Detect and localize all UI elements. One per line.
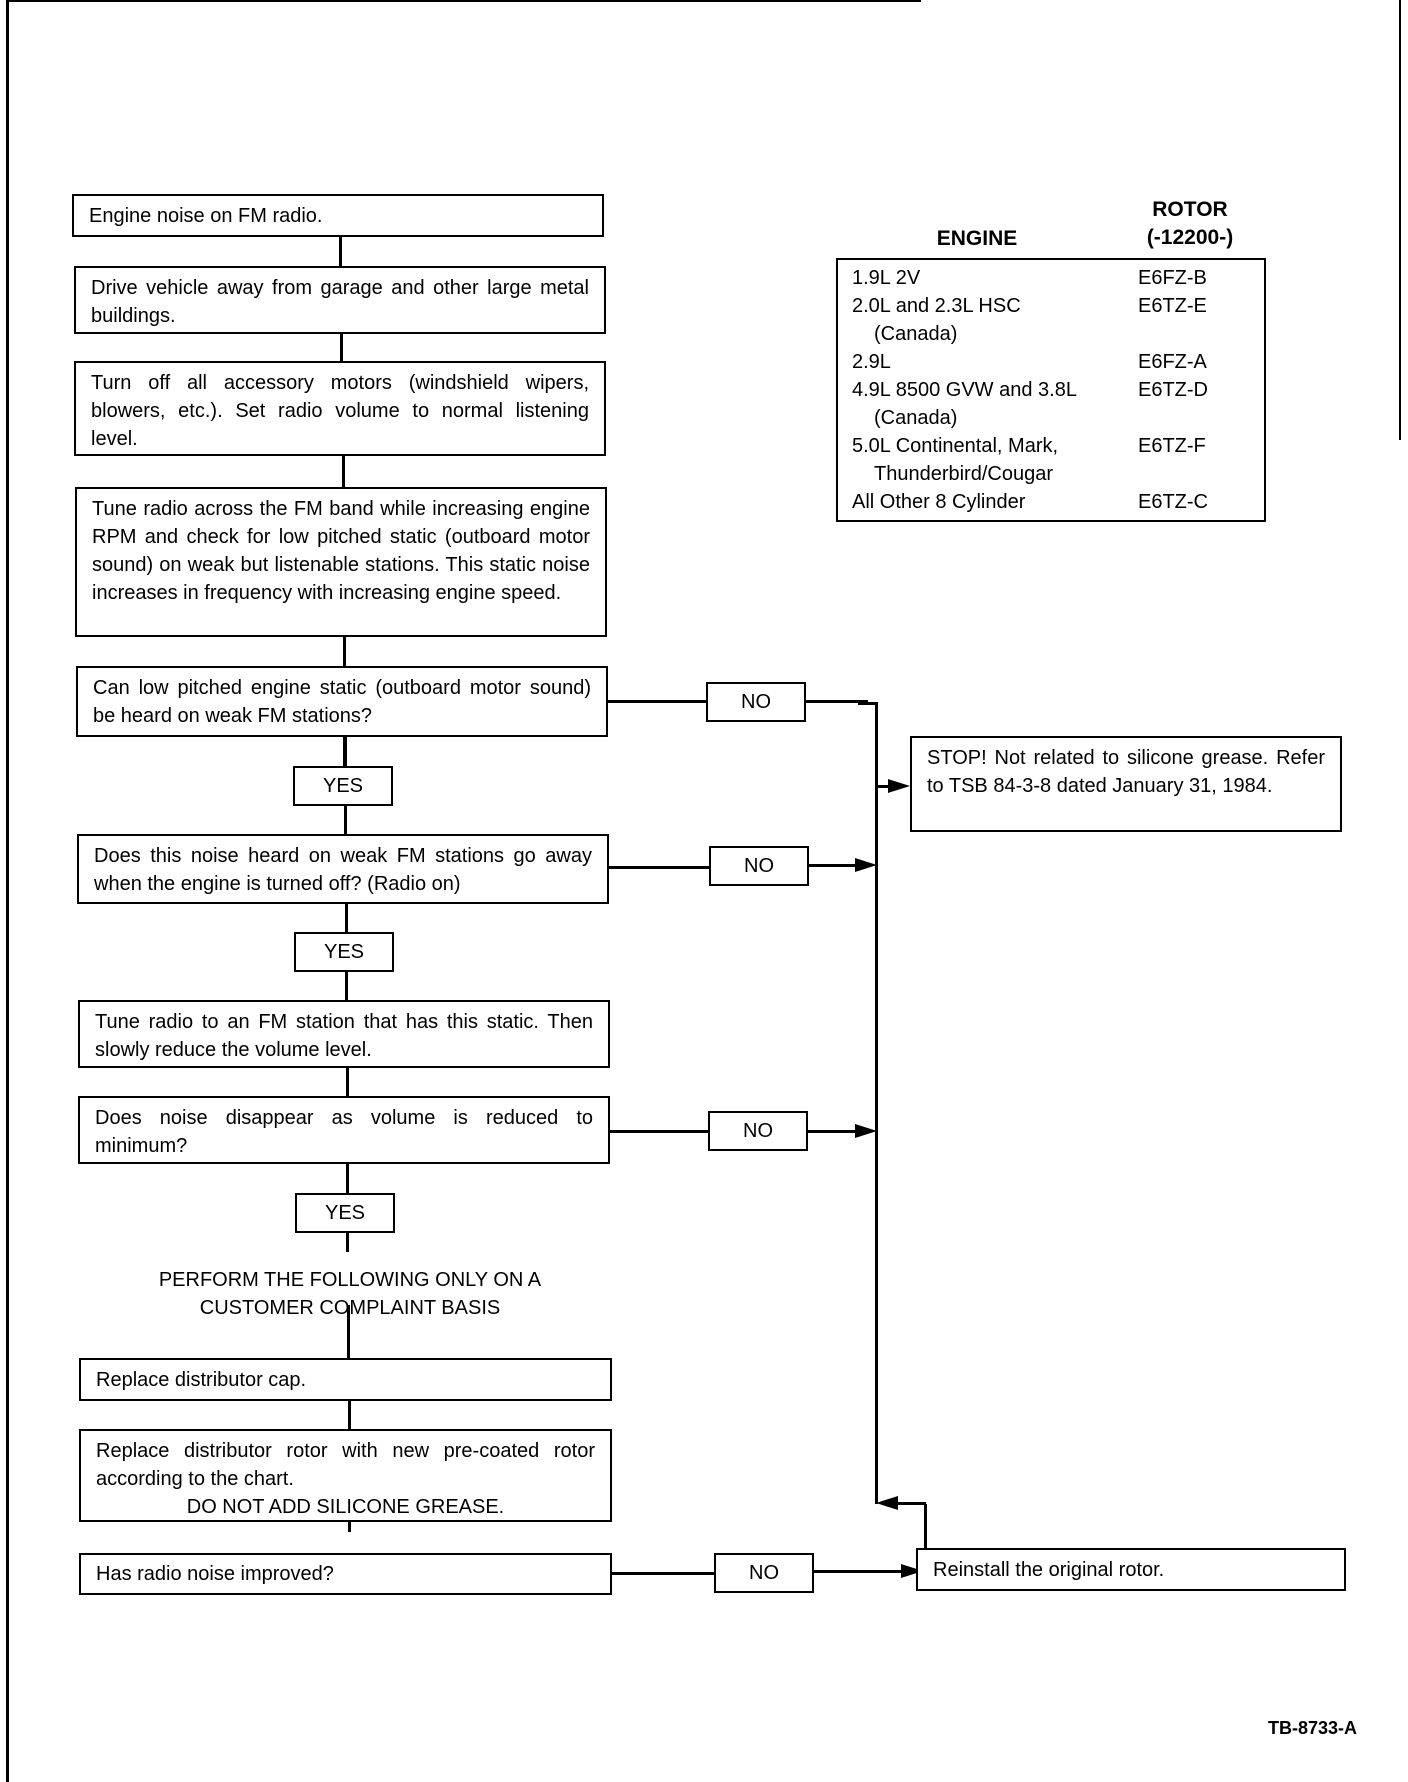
engine-cell: 4.9L 8500 GVW and 3.8L: [852, 379, 1077, 401]
step-replace-rotor: Replace distributor rotor with new pre-c…: [79, 1429, 612, 1522]
connector: [348, 1392, 351, 1430]
rotor-cell: E6TZ-F: [1138, 435, 1206, 457]
step-tune-station-reduce-volume-text: Tune radio to an FM station that has thi…: [95, 1011, 593, 1061]
reinstall-original-rotor-box: Reinstall the original rotor.: [916, 1548, 1346, 1591]
frame-left-border: [6, 0, 9, 1782]
table-row: 5.0L Continental, Mark, Thunderbird/Coug…: [838, 432, 1264, 488]
step-tune-radio-fm-band: Tune radio across the FM band while incr…: [75, 487, 607, 637]
rotor-cell: E6TZ-E: [1138, 295, 1207, 317]
yes-label: YES: [295, 1193, 395, 1233]
connector: [858, 702, 878, 705]
question-radio-noise-improved-text: Has radio noise improved?: [96, 1563, 334, 1585]
question-noise-away-engine-off-text: Does this noise heard on weak FM station…: [94, 845, 592, 895]
arrow-left-icon: [876, 1496, 898, 1510]
question-noise-away-engine-off: Does this noise heard on weak FM station…: [77, 834, 609, 904]
question-noise-disappear-volume: Does noise disappear as volume is reduce…: [78, 1096, 610, 1164]
arrow-to-stop: [888, 779, 910, 793]
table-row: 2.9L E6FZ-A: [838, 348, 1264, 376]
engine-cell: 2.9L: [852, 351, 891, 373]
rotor-cell: E6FZ-B: [1138, 267, 1207, 289]
no-label: NO: [706, 682, 806, 722]
customer-complaint-note: PERFORM THE FOLLOWING ONLY ON A CUSTOMER…: [100, 1266, 600, 1322]
step-engine-noise-text: Engine noise on FM radio.: [89, 205, 323, 227]
customer-complaint-note-line2: CUSTOMER COMPLAINT BASIS: [199, 1297, 501, 1319]
table-row: All Other 8 Cylinder E6TZ-C: [838, 488, 1264, 516]
connector: [809, 864, 857, 867]
arrow-right-icon: [855, 1124, 877, 1138]
step-engine-noise: Engine noise on FM radio.: [72, 194, 604, 237]
rotor-table: 1.9L 2V E6FZ-B 2.0L and 2.3L HSC (Canada…: [836, 258, 1266, 522]
connector: [814, 1570, 904, 1573]
rotor-cell: E6FZ-A: [1138, 351, 1207, 373]
stop-not-related-box: STOP! Not related to silicone grease. Re…: [910, 736, 1342, 832]
connector: [347, 1305, 350, 1365]
engine-cell-cont: Thunderbird/Cougar: [874, 463, 1053, 485]
step-tune-radio-fm-band-text: Tune radio across the FM band while incr…: [92, 498, 590, 604]
engine-cell-cont: (Canada): [874, 407, 958, 429]
step-drive-away: Drive vehicle away from garage and other…: [74, 266, 606, 334]
rotor-header-line2: (-12200-): [1146, 226, 1234, 249]
question-noise-disappear-volume-text: Does noise disappear as volume is reduce…: [95, 1107, 593, 1157]
table-row: 4.9L 8500 GVW and 3.8L (Canada) E6TZ-D: [838, 376, 1264, 432]
rotor-cell: E6TZ-C: [1138, 491, 1208, 513]
table-row: 2.0L and 2.3L HSC (Canada) E6TZ-E: [838, 292, 1264, 348]
reinstall-original-rotor-text: Reinstall the original rotor.: [933, 1559, 1165, 1581]
connector: [610, 1130, 708, 1133]
connector: [612, 1572, 714, 1575]
rotor-column-header: ROTOR (-12200-): [1120, 196, 1260, 252]
no-label: NO: [714, 1553, 814, 1593]
step-replace-distributor-cap-text: Replace distributor cap.: [96, 1369, 307, 1391]
table-row: 1.9L 2V E6FZ-B: [838, 264, 1264, 292]
connector: [340, 334, 343, 362]
question-static-heard: Can low pitched engine static (outboard …: [76, 666, 608, 737]
engine-cell: 5.0L Continental, Mark,: [852, 435, 1059, 457]
step-replace-rotor-warning: DO NOT ADD SILICONE GREASE.: [186, 1496, 505, 1518]
question-static-heard-text: Can low pitched engine static (outboard …: [93, 677, 591, 727]
engine-cell: 1.9L 2V: [852, 267, 921, 289]
connector: [896, 1502, 926, 1505]
connector: [806, 700, 868, 703]
step-replace-distributor-cap: Replace distributor cap.: [79, 1358, 612, 1401]
connector: [608, 700, 706, 703]
engine-cell: 2.0L and 2.3L HSC: [852, 295, 1021, 317]
question-radio-noise-improved: Has radio noise improved?: [79, 1553, 612, 1595]
yes-label: YES: [294, 932, 394, 972]
connector: [924, 1504, 927, 1548]
arrow-right-icon: [855, 858, 877, 872]
engine-cell: All Other 8 Cylinder: [852, 491, 1026, 513]
engine-cell-cont: (Canada): [874, 323, 958, 345]
step-replace-rotor-text: Replace distributor rotor with new pre-c…: [96, 1440, 595, 1490]
frame-right-border: [1399, 0, 1401, 440]
step-drive-away-text: Drive vehicle away from garage and other…: [91, 277, 589, 327]
yes-label: YES: [293, 766, 393, 806]
rotor-cell: E6TZ-D: [1138, 379, 1208, 401]
no-label: NO: [709, 846, 809, 886]
step-tune-station-reduce-volume: Tune radio to an FM station that has thi…: [78, 1000, 610, 1068]
step-turn-off-motors: Turn off all accessory motors (windshiel…: [74, 361, 606, 456]
frame-top-border: [6, 0, 921, 2]
no-label: NO: [708, 1111, 808, 1151]
stop-not-related-text: STOP! Not related to silicone grease. Re…: [927, 747, 1325, 797]
connector: [346, 1067, 349, 1097]
step-turn-off-motors-text: Turn off all accessory motors (windshiel…: [91, 372, 589, 450]
connector: [339, 237, 342, 267]
connector: [808, 1130, 856, 1133]
figure-reference: TB-8733-A: [1268, 1718, 1358, 1738]
connector: [342, 456, 345, 488]
rotor-header-line1: ROTOR: [1152, 198, 1228, 221]
connector: [876, 785, 890, 788]
connector: [875, 704, 878, 1504]
engine-column-header: ENGINE: [936, 227, 1018, 250]
connector: [609, 866, 709, 869]
customer-complaint-note-line1: PERFORM THE FOLLOWING ONLY ON A: [158, 1269, 542, 1291]
